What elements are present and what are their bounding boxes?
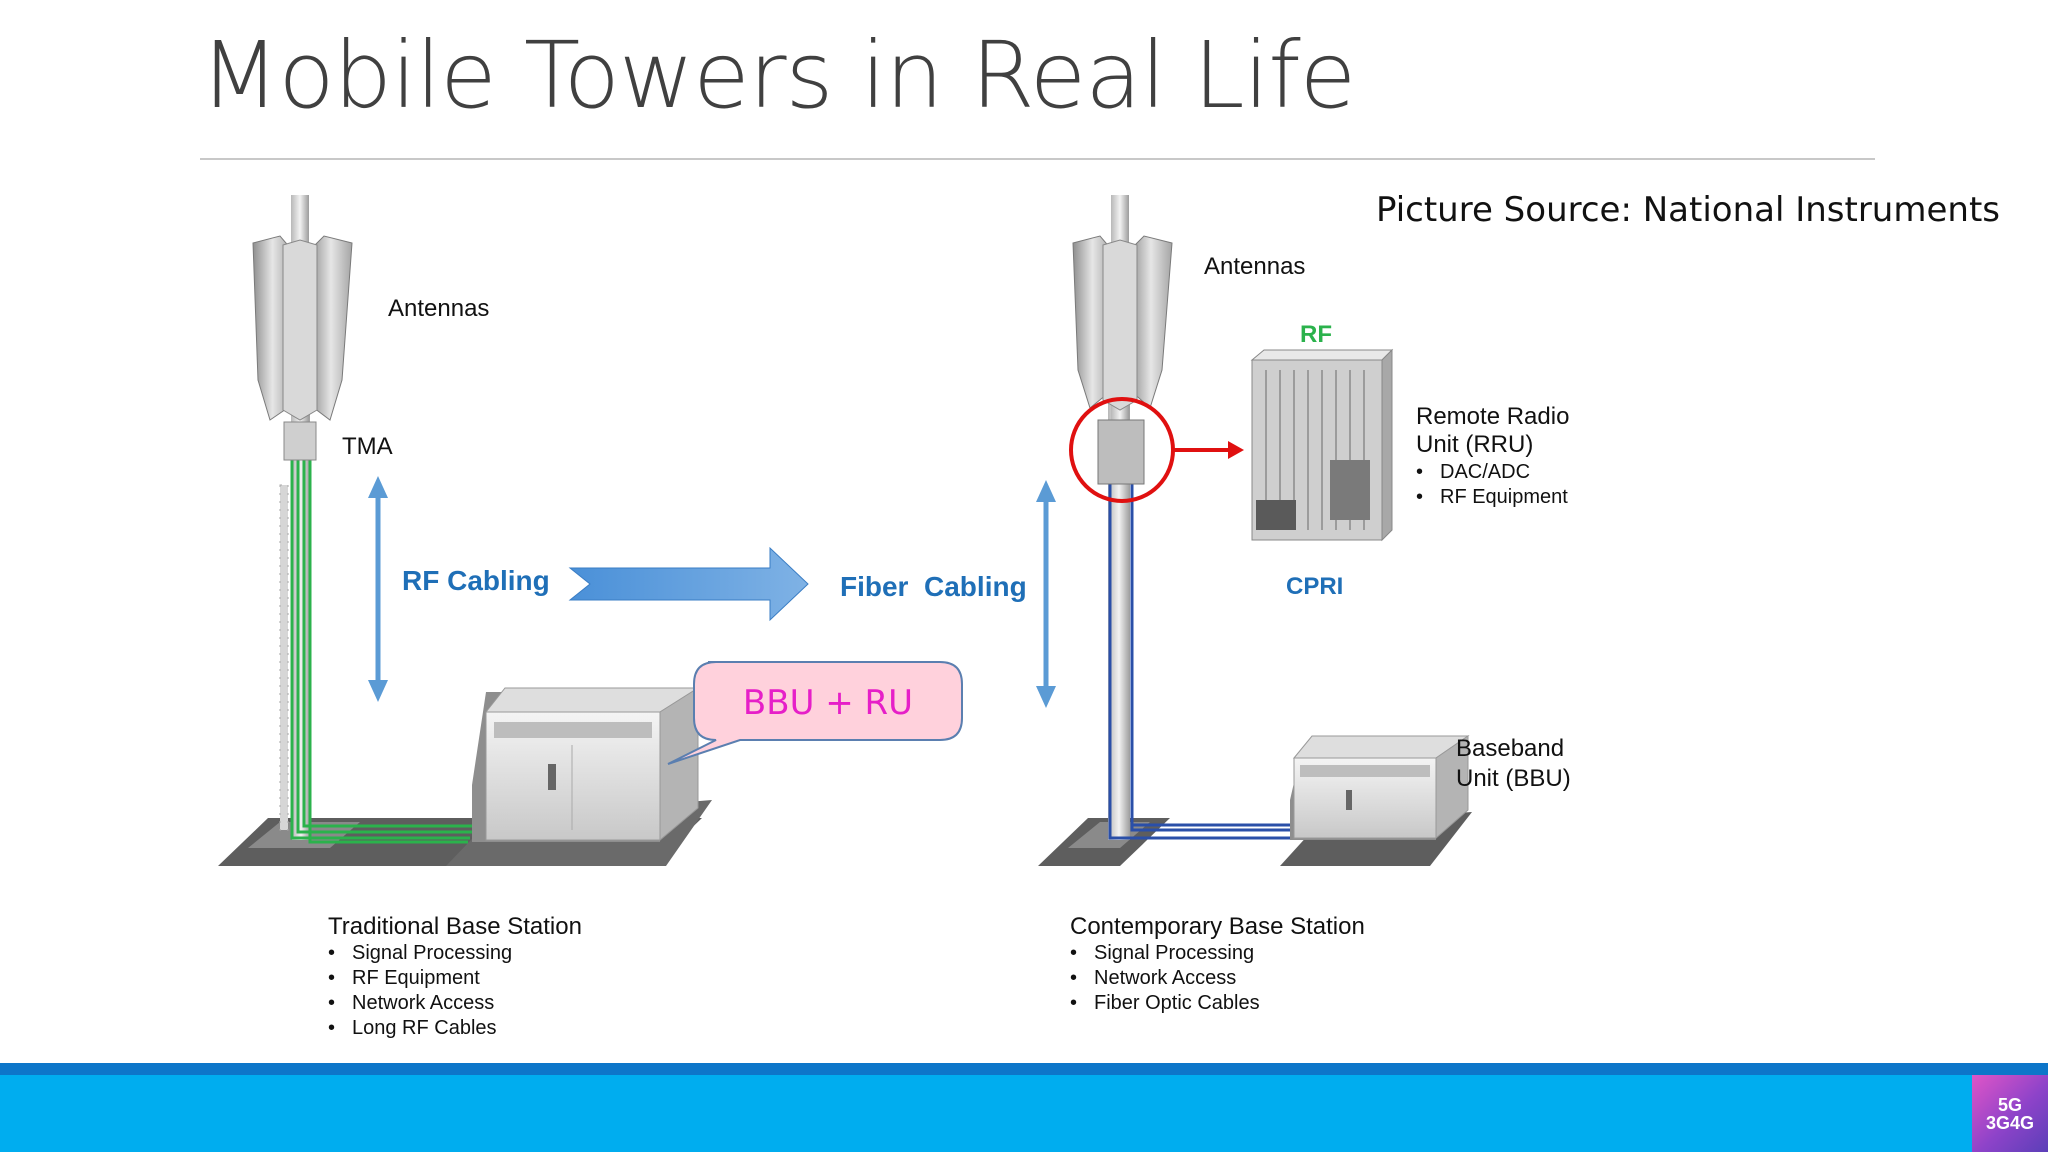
base-station-cabinet-icon <box>472 687 700 842</box>
logo-line-2: 3G4G <box>1985 1112 2035 1133</box>
contemporary-bullet: Fiber Optic Cables <box>1094 992 1260 1014</box>
bullet-dot: • <box>328 967 335 989</box>
picture-source: Picture Source: National Instruments <box>1375 190 2000 230</box>
brand-logo: 5G 3G4G <box>1972 1075 2048 1152</box>
footer-band <box>0 1063 2048 1152</box>
contemporary-description: Contemporary Base Station • Signal Proce… <box>1070 913 1365 1014</box>
callout-text: BBU + RU <box>743 683 913 723</box>
fiber-cabling-label: Fiber Cabling <box>840 571 1027 602</box>
title-divider <box>200 158 1875 160</box>
logo-line-1: 5G <box>1997 1094 2022 1115</box>
tma-label: TMA <box>342 433 393 460</box>
rru-bullet-dot: • <box>1416 486 1423 508</box>
rru-title-2: Unit (RRU) <box>1416 431 1533 458</box>
red-arrow-icon <box>1174 441 1244 459</box>
traditional-title: Traditional Base Station <box>328 913 582 940</box>
rf-cabling-label: RF Cabling <box>402 565 550 596</box>
traditional-description: Traditional Base Station • Signal Proces… <box>328 913 582 1039</box>
left-antennas-label: Antennas <box>388 295 489 322</box>
rru-on-pole <box>1097 419 1145 485</box>
footer-band-edge <box>0 1063 2048 1075</box>
bullet-dot: • <box>1070 942 1077 964</box>
height-double-arrow-icon <box>368 476 388 702</box>
bbu-title-2: Unit (BBU) <box>1456 765 1571 792</box>
rru-bullet: DAC/ADC <box>1440 461 1530 483</box>
rru-title-1: Remote Radio <box>1416 403 1569 430</box>
rru-bullet: RF Equipment <box>1440 486 1568 508</box>
bbu-ru-callout: BBU + RU <box>667 661 963 765</box>
right-arrow-icon <box>568 546 809 622</box>
bbu-cabinet-icon <box>1290 735 1470 840</box>
antenna-icon <box>252 235 353 421</box>
rru-bullet-dot: • <box>1416 461 1423 483</box>
traditional-bullet: Network Access <box>352 992 494 1014</box>
contemporary-bullet: Signal Processing <box>1094 942 1254 964</box>
right-antennas-label: Antennas <box>1204 253 1305 280</box>
rru-icon <box>1250 348 1394 542</box>
bullet-dot: • <box>328 942 335 964</box>
contemporary-bullet: Network Access <box>1094 967 1236 989</box>
rf-cables <box>290 440 474 844</box>
bbu-title-1: Baseband <box>1456 735 1564 762</box>
rf-label: RF <box>1300 321 1332 348</box>
page-title: Mobile Towers in Real Life <box>200 22 1356 129</box>
traditional-bullet: RF Equipment <box>352 967 480 989</box>
contemporary-base-station: Antennas Fiber Cabling RF CPRI Remote Ra… <box>840 195 1571 866</box>
traditional-base-station: Antennas TMA RF Cabling <box>218 195 712 866</box>
fiber-cables <box>1108 480 1294 840</box>
height-double-arrow-icon-right <box>1036 480 1056 708</box>
bullet-dot: • <box>1070 967 1077 989</box>
antenna-icon-right <box>1072 235 1173 411</box>
traditional-bullet: Long RF Cables <box>352 1017 497 1039</box>
rru-highlight-circle <box>1069 397 1175 503</box>
pole-ladder <box>279 484 289 831</box>
traditional-bullet: Signal Processing <box>352 942 512 964</box>
bullet-dot: • <box>328 1017 335 1039</box>
tma-unit <box>283 421 317 461</box>
cpri-label: CPRI <box>1286 573 1343 600</box>
bullet-dot: • <box>1070 992 1077 1014</box>
bullet-dot: • <box>328 992 335 1014</box>
contemporary-title: Contemporary Base Station <box>1070 913 1365 940</box>
